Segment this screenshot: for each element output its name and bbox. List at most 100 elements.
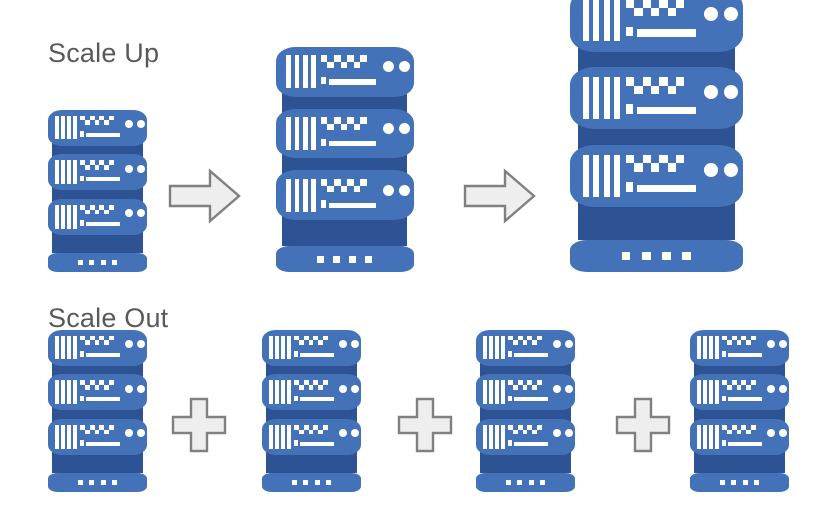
progress-bar (636, 29, 697, 37)
vent-bars (286, 178, 316, 212)
vent-bars (582, 155, 621, 197)
progress-bar (300, 441, 335, 447)
status-square (722, 440, 727, 446)
server-unit (48, 109, 148, 158)
status-square (80, 131, 85, 137)
server-unit (262, 418, 362, 468)
status-square (294, 395, 299, 402)
status-square (320, 76, 327, 85)
indicator-led (766, 429, 775, 438)
checker-pattern (722, 424, 760, 435)
vent-bars (55, 335, 77, 360)
server-unit (476, 329, 576, 378)
indicator-led (338, 429, 347, 438)
indicator-led (124, 209, 133, 218)
rack-base-shadow (480, 463, 571, 474)
indicator-led (703, 84, 719, 100)
base-leds (317, 255, 373, 263)
progress-bar (86, 441, 121, 447)
checker-pattern (626, 0, 692, 17)
status-square (626, 26, 634, 37)
server-unit-face (276, 108, 414, 159)
server-unit (476, 374, 576, 423)
indicator-led (382, 61, 394, 73)
scale-out-title: Scale Out (48, 303, 169, 333)
indicator-led (564, 339, 573, 349)
vent-bars (286, 117, 316, 150)
progress-bar (728, 352, 763, 357)
rack-base (48, 243, 148, 272)
arrow-right-icon-2 (463, 168, 537, 224)
indicator-led (564, 429, 573, 438)
indicator-led (778, 339, 787, 349)
indicator-led (124, 429, 133, 438)
server-unit-face (570, 66, 743, 130)
vent-bars (582, 0, 621, 42)
progress-bar (86, 132, 121, 137)
status-square (508, 351, 513, 357)
server-stack-3[interactable] (476, 329, 576, 492)
status-square (294, 440, 299, 446)
indicator-led (724, 84, 739, 100)
progress-bar (86, 352, 121, 357)
checker-pattern (80, 380, 118, 390)
large-server-stack[interactable] (570, 0, 743, 272)
rack-base-face (570, 239, 743, 272)
server-unit (476, 418, 576, 468)
checker-pattern (626, 77, 692, 94)
server-unit (276, 108, 414, 176)
base-leds (719, 480, 760, 486)
server-stack-2[interactable] (262, 329, 362, 492)
indicator-led (136, 339, 145, 349)
server-unit (262, 329, 362, 378)
indicator-led (124, 339, 133, 349)
server-unit-face (48, 198, 148, 235)
indicator-led (350, 429, 359, 438)
server-unit (48, 198, 148, 248)
indicator-led (382, 184, 394, 197)
indicator-led (136, 429, 145, 438)
status-square (320, 138, 327, 147)
server-unit-face (476, 418, 576, 455)
medium-server-stack[interactable] (276, 46, 414, 272)
vent-bars (55, 380, 77, 404)
server-stack-1[interactable] (48, 329, 148, 492)
server-unit (48, 154, 148, 203)
server-unit-face (48, 374, 148, 411)
progress-bar (636, 107, 697, 115)
checker-pattern (294, 424, 332, 435)
indicator-led (136, 384, 145, 393)
progress-bar (328, 78, 377, 85)
server-unit (570, 144, 743, 229)
server-unit (690, 329, 790, 378)
base-leds (291, 480, 332, 486)
progress-bar (328, 202, 377, 209)
progress-bar (86, 221, 121, 227)
base-leds (505, 480, 546, 486)
checker-pattern (722, 380, 760, 390)
base-leds (77, 480, 118, 486)
vent-bars (697, 335, 719, 360)
progress-bar (86, 177, 121, 182)
checker-pattern (80, 115, 118, 126)
server-unit-face (48, 329, 148, 366)
indicator-led (136, 209, 145, 218)
checker-pattern (320, 55, 374, 69)
indicator-led (724, 162, 739, 177)
base-leds (77, 260, 118, 266)
checker-pattern (294, 335, 332, 346)
server-unit (570, 66, 743, 152)
indicator-led (552, 429, 561, 438)
server-unit-face (690, 329, 790, 366)
small-server-stack[interactable] (48, 109, 148, 272)
status-square (80, 351, 85, 357)
vent-bars (697, 380, 719, 404)
rack-base (690, 463, 790, 492)
indicator-led (703, 7, 719, 22)
rack-base-face (476, 473, 576, 492)
indicator-led (564, 384, 573, 393)
plus-icon-2 (396, 396, 454, 454)
rack-base (276, 232, 414, 272)
server-stack-4[interactable] (690, 329, 790, 492)
progress-bar (514, 352, 549, 357)
